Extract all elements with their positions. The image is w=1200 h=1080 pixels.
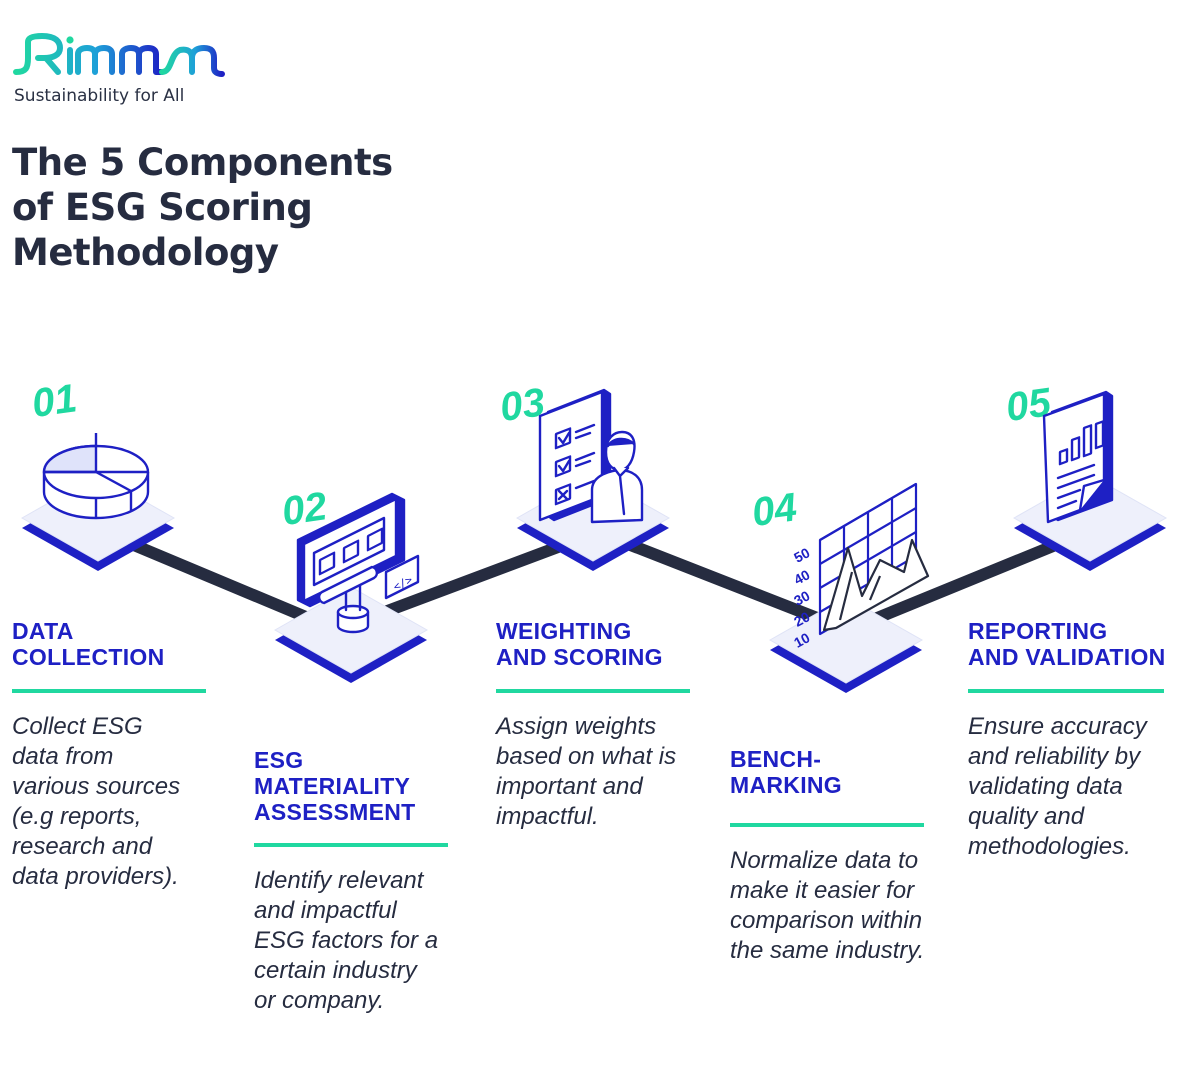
step-title: REPORTING AND VALIDATION <box>968 618 1166 670</box>
title-line: Methodology <box>12 231 279 274</box>
tick-label: 10 <box>791 629 812 651</box>
title-line: of ESG Scoring <box>12 186 313 229</box>
step-title-line: AND SCORING <box>496 644 663 670</box>
step-description: Collect ESG data from various sources (e… <box>12 712 180 892</box>
step-title-line: COLLECTION <box>12 644 165 670</box>
step-description: Ensure accuracy and reliability by valid… <box>968 712 1147 862</box>
tagline: Sustainability for All <box>14 86 185 106</box>
desc-line: Collect ESG <box>12 713 143 740</box>
step-title-line: DATA <box>12 618 74 644</box>
step-number: 04 <box>749 485 799 535</box>
tick-label: 40 <box>791 566 812 588</box>
report-document-icon <box>1042 390 1114 524</box>
desc-line: various sources <box>12 773 181 800</box>
step-title-line: ASSESSMENT <box>254 799 416 825</box>
desc-line: and impactful <box>254 897 397 924</box>
desc-line: Identify relevant <box>254 867 424 894</box>
step-description: Normalize data to make it easier for com… <box>730 846 924 966</box>
desc-line: Assign weights <box>496 713 657 740</box>
desc-line: quality and <box>968 803 1085 830</box>
rimm-logo <box>12 28 227 84</box>
step-title-line: AND VALIDATION <box>968 644 1166 670</box>
step-title: BENCH- MARKING <box>730 746 842 798</box>
step-divider <box>730 823 924 827</box>
title-line: The 5 Components <box>12 141 393 184</box>
desc-line: data from <box>12 743 114 770</box>
desc-line: or company. <box>254 987 385 1014</box>
step-title-line: REPORTING <box>968 618 1108 644</box>
desc-line: ESG factors for a <box>254 927 439 954</box>
tick-label: 50 <box>791 544 812 566</box>
page-title: The 5 Components of ESG Scoring Methodol… <box>12 140 393 275</box>
desc-line: based on what is <box>496 743 677 770</box>
step-divider <box>496 689 690 693</box>
step-divider <box>12 689 206 693</box>
desc-line: and reliability by <box>968 743 1141 770</box>
step-title-line: WEIGHTING <box>496 618 632 644</box>
desc-line: certain industry <box>254 957 417 984</box>
benchmark-chart-icon: 50 40 30 20 10 <box>791 482 930 651</box>
tick-label: 20 <box>791 608 812 630</box>
step-number: 01 <box>29 376 79 426</box>
process-diagram: 01 02 03 04 05 </> <box>20 376 1168 693</box>
chart-tick-labels: 50 40 30 20 10 <box>791 544 812 651</box>
desc-line: the same industry. <box>730 937 925 964</box>
pie-chart-icon <box>42 433 150 520</box>
desc-line: validating data <box>968 773 1123 800</box>
desc-line: data providers). <box>12 863 179 890</box>
step-description: Identify relevant and impactful ESG fact… <box>254 866 438 1016</box>
step-title-line: MATERIALITY <box>254 773 411 799</box>
step-title: DATA COLLECTION <box>12 618 165 670</box>
platform <box>768 596 924 693</box>
step-divider <box>254 843 448 847</box>
desc-line: comparison within <box>730 907 923 934</box>
step-divider <box>968 689 1164 693</box>
tick-label: 30 <box>791 587 812 609</box>
monitor-code-icon: </> <box>296 492 420 634</box>
desc-line: important and <box>496 773 643 800</box>
step-description: Assign weights based on what is importan… <box>496 712 676 832</box>
desc-line: research and <box>12 833 153 860</box>
desc-line: make it easier for <box>730 877 915 904</box>
checklist-person-icon <box>538 388 644 524</box>
desc-line: (e.g reports, <box>12 803 142 830</box>
desc-line: methodologies. <box>968 833 1131 860</box>
step-number: 02 <box>279 484 329 534</box>
desc-line: Normalize data to <box>730 847 919 874</box>
step-title-line: MARKING <box>730 772 842 798</box>
step-title-line: ESG <box>254 747 304 773</box>
step-title: ESG MATERIALITY ASSESSMENT <box>254 747 415 825</box>
step-title: WEIGHTING AND SCORING <box>496 618 663 670</box>
desc-line: Ensure accuracy <box>968 713 1147 740</box>
desc-line: impactful. <box>496 803 599 830</box>
step-title-line: BENCH- <box>730 746 822 772</box>
